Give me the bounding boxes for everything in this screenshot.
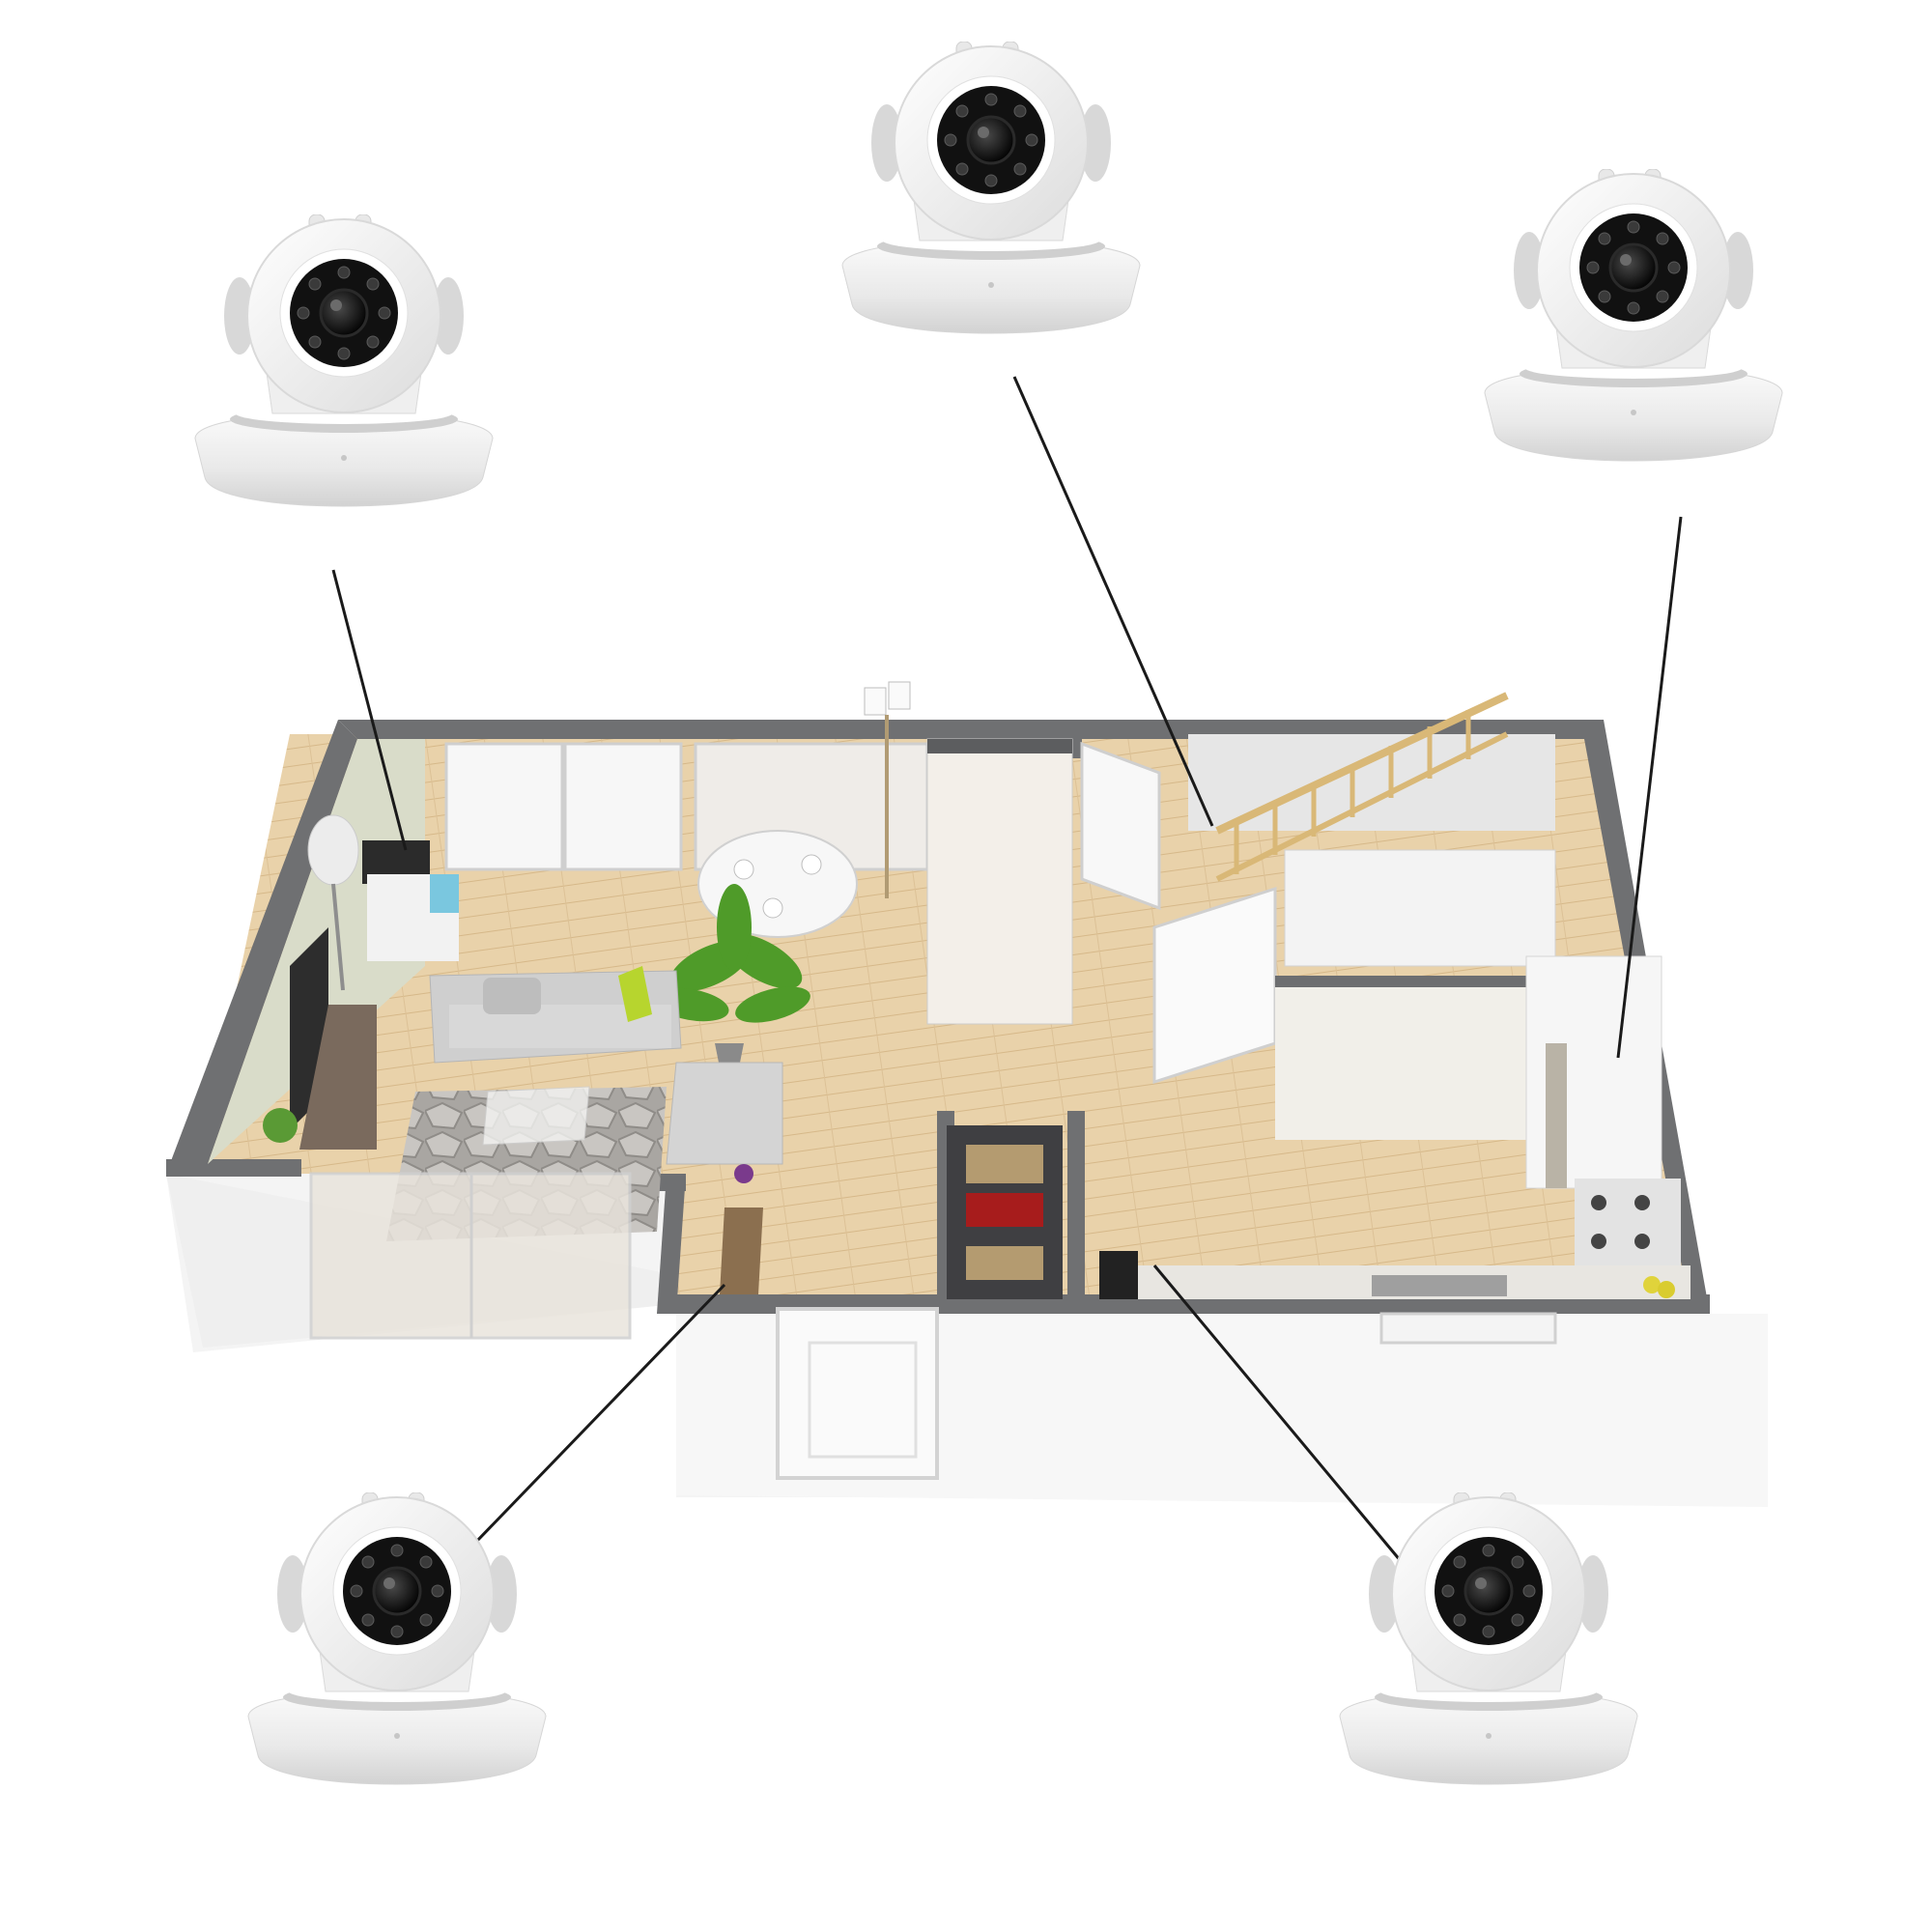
camera-bottom-right [1338,1492,1639,1786]
plant [652,884,810,1067]
house-floor-plan [166,681,1768,1507]
staircase [1188,692,1555,882]
security-camera-icon [840,42,1142,335]
camera-top-left [193,214,495,508]
connector-top-center [1012,376,1214,827]
connector-bottom-right [1152,1264,1422,1585]
armchair [666,1062,783,1165]
closet [947,1125,1063,1299]
connector-bottom-left [447,1283,726,1572]
front-door [776,1307,939,1480]
camera-top-right [1483,169,1784,463]
sofa [429,966,682,1064]
security-camera-icon [193,214,495,508]
camera-top-center [840,42,1142,335]
security-camera-icon [1338,1492,1639,1786]
connector-top-right [1616,516,1683,1059]
security-camera-icon [1483,169,1784,463]
camera-connectors [331,376,1683,1585]
security-camera-icon [246,1492,548,1786]
connector-top-left [331,569,408,851]
camera-bottom-left [246,1492,548,1786]
